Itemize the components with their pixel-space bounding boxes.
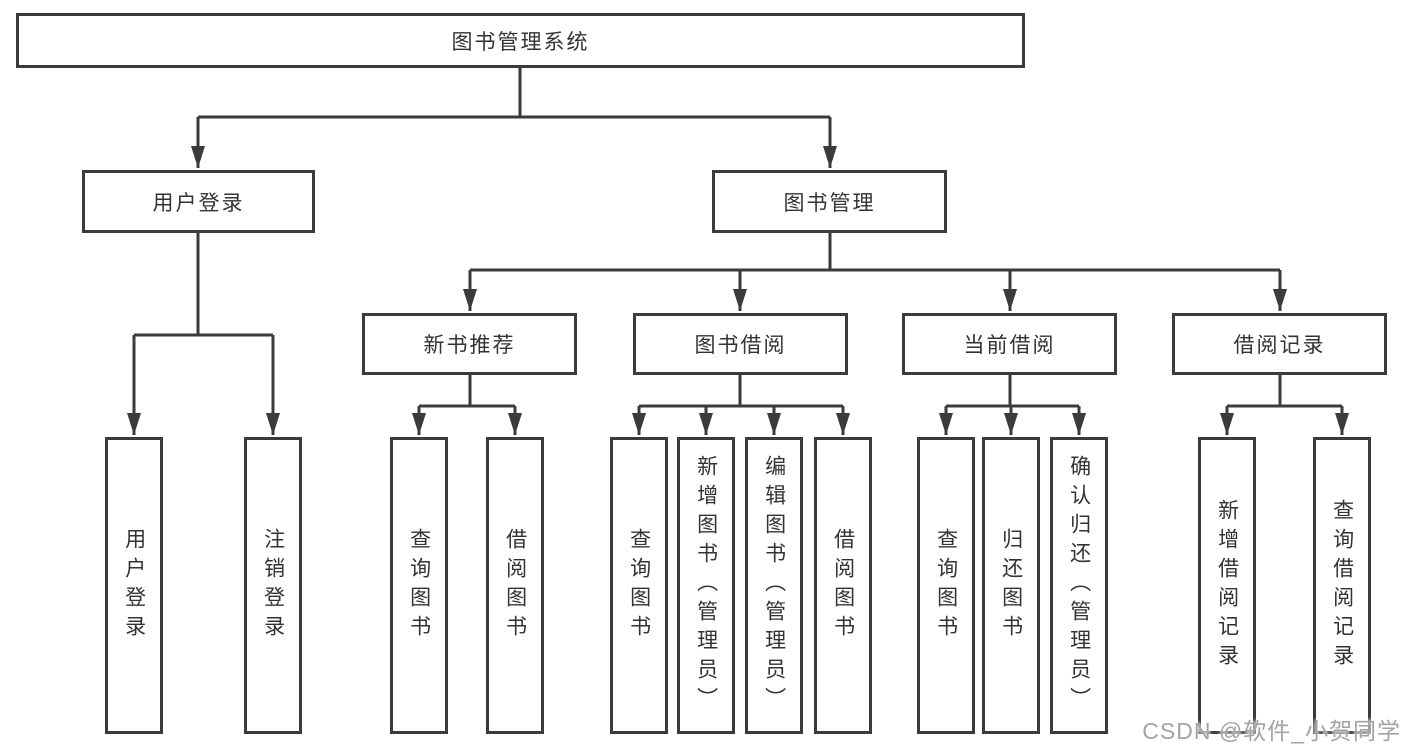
node-user-login: 用户登录 [82, 170, 315, 233]
leaf-user-login: 用户登录 [105, 437, 163, 734]
node-label: 新增图书（管理员） [694, 455, 718, 716]
node-label: 归还图书 [999, 527, 1023, 644]
leaf-borrowing-edit-books-admin: 编辑图书（管理员） [745, 437, 803, 734]
node-label: 确认归还（管理员） [1067, 455, 1091, 716]
node-label: 借阅图书 [503, 527, 527, 644]
node-label: 用户登录 [152, 191, 245, 215]
node-new-book-recommendation: 新书推荐 [362, 313, 577, 375]
leaf-logout: 注销登录 [244, 437, 302, 734]
node-label: 注销登录 [261, 527, 285, 644]
node-library-system-root: 图书管理系统 [16, 13, 1025, 68]
leaf-records-add-record: 新增借阅记录 [1198, 437, 1256, 734]
node-borrowing-records: 借阅记录 [1172, 313, 1387, 375]
node-label: 图书借阅 [694, 334, 787, 357]
node-book-management: 图书管理 [712, 170, 947, 233]
leaf-borrowing-borrow-books: 借阅图书 [814, 437, 872, 734]
node-current-borrowing: 当前借阅 [902, 313, 1117, 375]
leaf-current-return-books: 归还图书 [982, 437, 1040, 734]
leaf-current-confirm-return-admin: 确认归还（管理员） [1050, 437, 1108, 734]
leaf-borrowing-query-books: 查询图书 [610, 437, 668, 734]
node-label: 图书管理 [783, 191, 876, 215]
leaf-recommend-borrow-books: 借阅图书 [486, 437, 544, 734]
node-book-borrowing: 图书借阅 [633, 313, 848, 375]
node-label: 新增借阅记录 [1215, 498, 1239, 673]
node-label: 借阅记录 [1233, 334, 1326, 357]
leaf-borrowing-add-books-admin: 新增图书（管理员） [677, 437, 735, 734]
leaf-current-query-books: 查询图书 [917, 437, 975, 734]
leaf-records-query-record: 查询借阅记录 [1313, 437, 1371, 734]
node-label: 查询图书 [627, 527, 651, 644]
node-label: 查询借阅记录 [1330, 498, 1354, 673]
leaf-recommend-query-books: 查询图书 [390, 437, 448, 734]
csdn-watermark: CSDN @软件_小贺同学 [1142, 718, 1401, 744]
node-label: 查询图书 [407, 527, 431, 644]
node-label: 用户登录 [122, 527, 146, 644]
node-label: 编辑图书（管理员） [762, 455, 786, 716]
node-label: 查询图书 [934, 527, 958, 644]
node-label: 新书推荐 [423, 334, 516, 357]
node-label: 图书管理系统 [451, 30, 590, 54]
node-label: 当前借阅 [963, 334, 1056, 357]
node-label: 借阅图书 [831, 527, 855, 644]
